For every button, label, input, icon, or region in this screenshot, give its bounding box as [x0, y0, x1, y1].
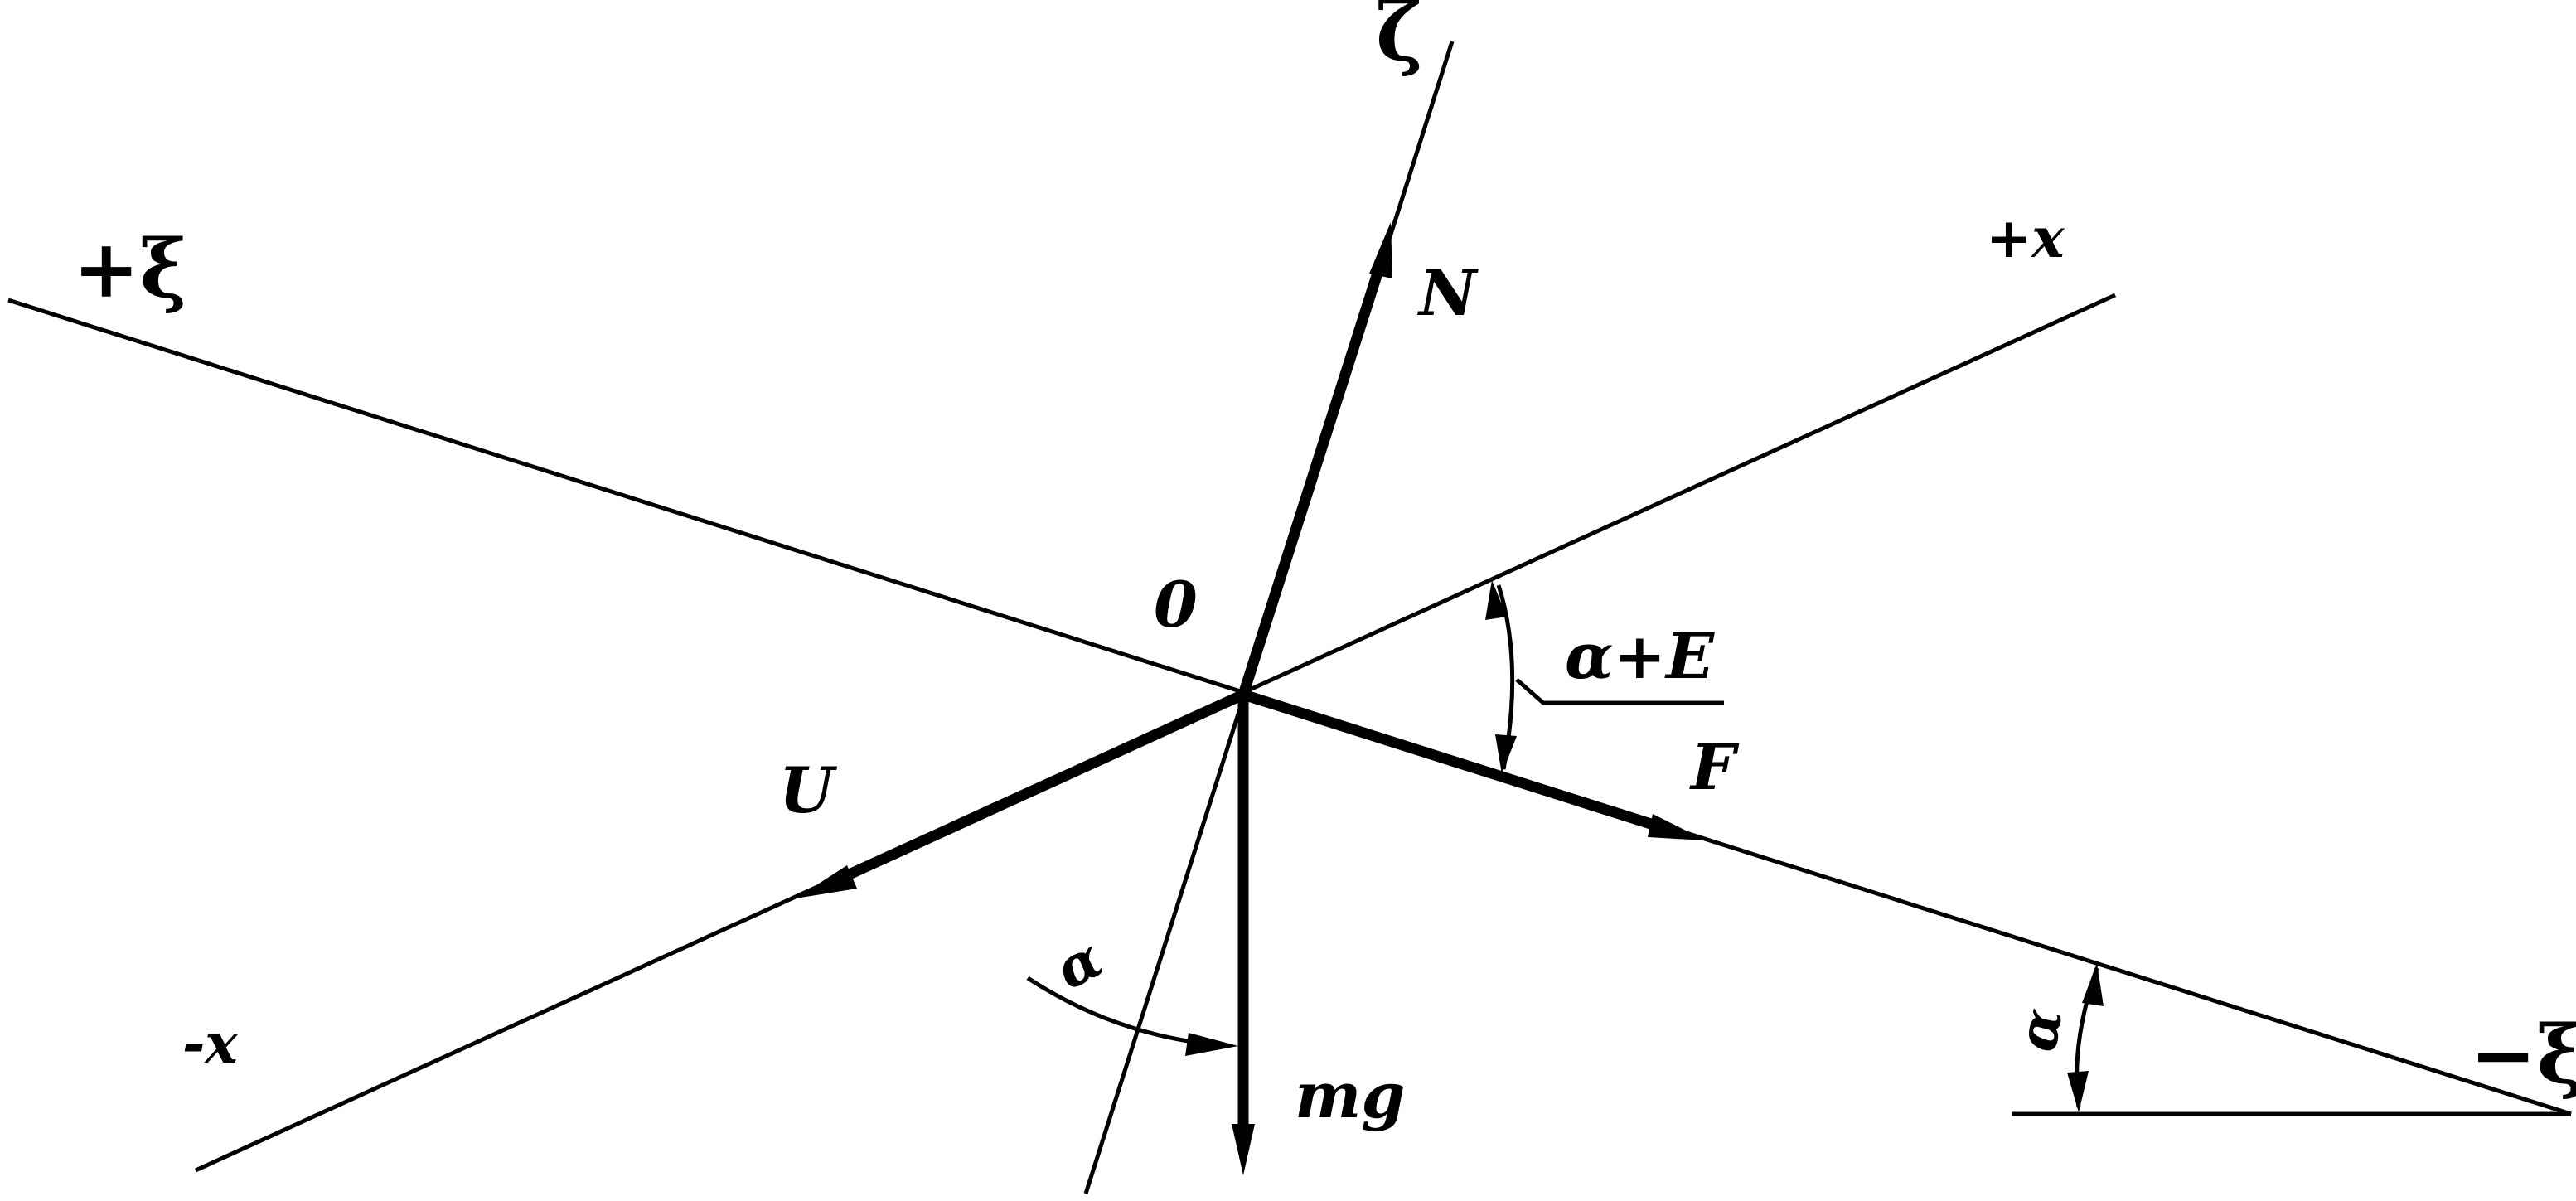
weight-label: mg: [1295, 1058, 1406, 1132]
alpha-right-label: α: [2004, 1003, 2075, 1056]
alpha-bottom-arrow: [1185, 1033, 1238, 1056]
alpha-bottom-label: α: [1045, 925, 1112, 1002]
origin-label: 0: [1154, 568, 1198, 642]
plus-xi-axis-label: +ξ: [73, 222, 186, 316]
normal-force-label: N: [1417, 256, 1479, 330]
zeta-axis-label: ζ: [1376, 0, 1423, 79]
alpha-plus-e-arrow-down: [1495, 734, 1517, 774]
angle-label-leader-line: [1515, 678, 1724, 705]
minus-xi-axis-label: −ξ: [2470, 1008, 2576, 1102]
normal-force-vector: [1237, 264, 1386, 696]
alpha-plus-e-label: α+E: [1565, 619, 1715, 693]
plus-x-axis-label: +x: [1986, 206, 2065, 270]
alpha-plus-e-arrow-up: [1485, 580, 1507, 620]
lift-force-label: F: [1689, 730, 1740, 804]
alpha-right-arrow-down: [2067, 1071, 2089, 1112]
drag-force-label: U: [779, 753, 838, 827]
drag-force-vector: [841, 690, 1246, 882]
weight-arrowhead: [1232, 1124, 1255, 1175]
minus-x-axis-label: -x: [182, 1011, 238, 1076]
lift-force-vector: [1242, 689, 1658, 831]
normal-force-arrowhead: [1369, 222, 1392, 278]
alpha-right-arrow-up: [2082, 963, 2104, 1006]
drag-force-arrowhead: [796, 865, 857, 898]
lift-force-arrowhead: [1648, 814, 1706, 840]
